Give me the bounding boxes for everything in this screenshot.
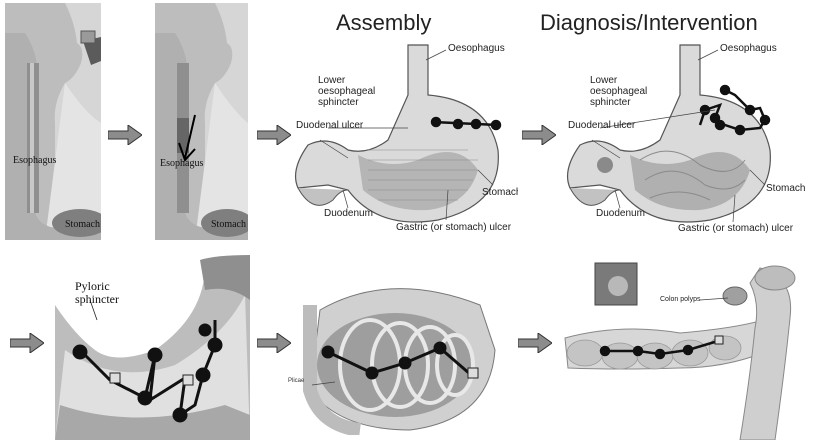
step-arrow-3 bbox=[522, 125, 556, 145]
step-arrow-6 bbox=[518, 333, 552, 353]
step-arrow-2 bbox=[257, 125, 291, 145]
lower-sphincter-label: Lower oesophageal sphincter bbox=[590, 75, 647, 108]
duodenum-label: Duodenum bbox=[596, 208, 645, 219]
duodenal-ulcer-label: Duodenal ulcer bbox=[568, 120, 635, 131]
duodenum-label: Duodenum bbox=[324, 208, 373, 219]
duodenal-ulcer-label: Duodenal ulcer bbox=[296, 120, 363, 131]
oesophagus-label: Oesophagus bbox=[448, 43, 505, 54]
heading-assembly: Assembly bbox=[336, 10, 431, 36]
swallow-illustration bbox=[5, 3, 101, 240]
heading-diagnosis: Diagnosis/Intervention bbox=[540, 10, 758, 36]
esophagus-label: Esophagus bbox=[160, 158, 203, 169]
panel-diagnosis: Oesophagus Lower oesophageal sphincter D… bbox=[560, 40, 810, 240]
lower-sphincter-label: Lower oesophageal sphincter bbox=[318, 75, 375, 108]
oesophagus-label: Oesophagus bbox=[720, 43, 777, 54]
panel-swallow: Esophagus Stomach bbox=[5, 3, 101, 240]
stomach-label: Stomach bbox=[211, 219, 246, 230]
panel-swallowed: Esophagus Stomach bbox=[155, 3, 248, 240]
panel-pyloric: Pyloric sphincter bbox=[55, 255, 250, 440]
intestine-illustration bbox=[280, 270, 505, 435]
pyloric-sphincter-label: Pyloric sphincter bbox=[75, 280, 119, 306]
step-arrow-4 bbox=[10, 333, 44, 353]
step-arrow-1 bbox=[108, 125, 142, 145]
esophagus-label: Esophagus bbox=[13, 155, 56, 166]
stomach-label: Stomach bbox=[65, 219, 100, 230]
gastric-ulcer-label: Gastric (or stomach) ulcer bbox=[678, 223, 793, 234]
colon-illustration bbox=[560, 258, 810, 440]
stomach-label: Stomach bbox=[766, 183, 805, 194]
plicae-label: Plicae bbox=[288, 378, 304, 385]
gastric-ulcer-label: Gastric (or stomach) ulcer bbox=[396, 222, 511, 233]
panel-intestine: Plicae bbox=[280, 270, 505, 435]
stomach-assembly-illustration bbox=[288, 40, 518, 240]
swallowed-illustration bbox=[155, 3, 248, 240]
colon-polyps-label: Colon polyps bbox=[660, 296, 700, 304]
panel-colon: Colon polyps bbox=[560, 258, 810, 440]
stomach-label: Stomach bbox=[482, 187, 518, 198]
panel-assembly: Oesophagus Lower oesophageal sphincter D… bbox=[288, 40, 518, 240]
